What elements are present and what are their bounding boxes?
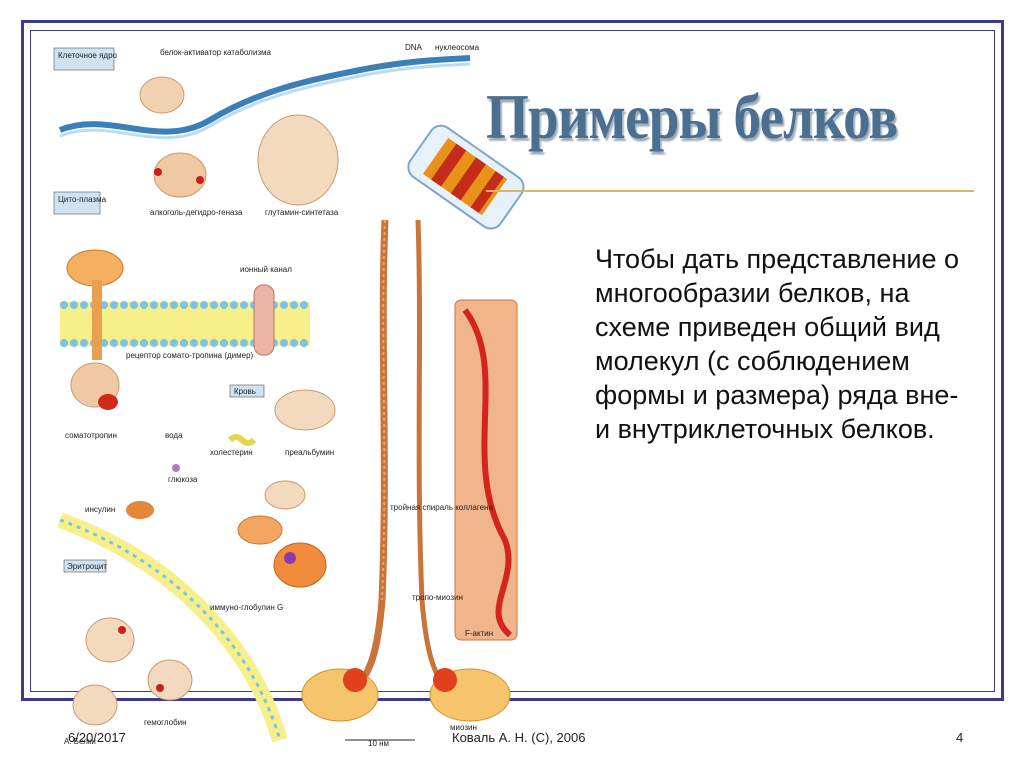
slide-title: Примеры белков (486, 80, 873, 154)
label-insulin: инсулин (85, 505, 115, 514)
label-actin: F-актин (465, 629, 493, 638)
immunoglobulin-shape (238, 481, 326, 587)
label-receptor: рецептор сомато-тропина (димер) (126, 351, 254, 360)
protein-blob (275, 390, 335, 430)
label-dna: DNA (405, 43, 423, 52)
label-activator: белок-активатор катаболизма (160, 48, 271, 57)
collagen-rope (350, 220, 385, 690)
label-nucleosome: нуклеосома (435, 43, 480, 52)
tropomyosin-rope (418, 220, 450, 690)
protein-blob (258, 115, 338, 205)
label-blood: Кровь (234, 387, 256, 396)
protein-blob (73, 685, 117, 725)
page-number: 4 (956, 730, 963, 745)
protein-blob (148, 660, 192, 700)
label-adh: алкоголь-дегидро-геназа (150, 208, 243, 217)
label-nucleus: Клеточное ядро (58, 51, 118, 60)
label-cytoplasm: Цито-плазма (58, 195, 107, 204)
slide-body-text: Чтобы дать представление о многообразии … (595, 242, 975, 446)
label-glucose: глюкоза (168, 475, 198, 484)
label-hemoglobin: гемоглобин (144, 718, 187, 727)
protein-blob (154, 153, 206, 197)
label-somatotropin: соматотропин (65, 431, 117, 440)
label-scale: 10 нм (368, 739, 389, 748)
label-prealbumin: преальбумин (285, 448, 334, 457)
title-underline (486, 190, 974, 192)
label-glutamine: глутамин-синтетаза (265, 208, 339, 217)
label-tropomyosin: тропо-миозин (412, 593, 463, 602)
label-ion-channel: ионный канал (240, 265, 292, 274)
protein-blob (140, 77, 184, 113)
ion-channel-shape (254, 285, 274, 355)
label-collagen: тройная спираль коллагена (390, 503, 493, 512)
label-water: вода (165, 431, 183, 440)
protein-blob (86, 618, 134, 662)
protein-illustration: Клеточное ядро белок-активатор катаболиз… (50, 40, 530, 750)
label-erythrocyte: Эритроцит (67, 562, 107, 571)
footer-date: 6/20/2017 (68, 730, 126, 745)
label-cholesterol: холестерин (210, 448, 253, 457)
label-immunoglobulin: иммуно-глобулин G (210, 603, 283, 612)
myosin-heads (302, 668, 510, 721)
footer-author: Коваль А. Н. (C), 2006 (452, 730, 585, 745)
